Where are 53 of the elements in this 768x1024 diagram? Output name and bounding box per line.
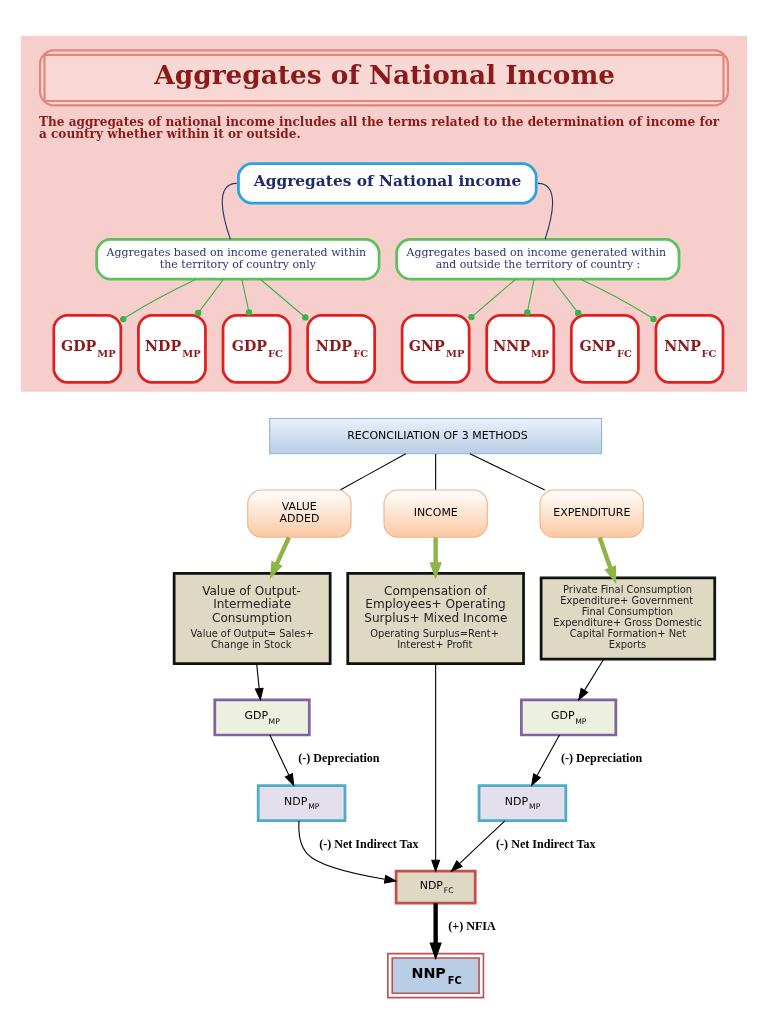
- node-box: GDP$_{MP}$: [52, 313, 123, 384]
- node-box: NDP$_{MP}$: [477, 783, 568, 822]
- node-box: Value of Output- Intermediate Consumption Value of Output= Sales+ Change in Stock: [172, 571, 332, 665]
- edge-label: (-) Depreciation: [298, 750, 380, 765]
- node-box: VALUE ADDED: [247, 488, 352, 538]
- node-box: NNP$_{FC}$: [387, 952, 485, 998]
- connector: [195, 278, 225, 316]
- connector: [340, 452, 407, 490]
- node-box: GNP$_{MP}$: [400, 313, 471, 384]
- node-box: Aggregates based on income generated within and outside the territory of country :: [395, 237, 681, 280]
- arrow: [429, 537, 442, 580]
- edge-label: (+) NFIA: [448, 918, 496, 933]
- node-box: NNP$_{FC}$: [654, 313, 725, 384]
- node-box: Private Final Consumption Expenditure+ Government Final Consumption Expenditure+ Gross Domestic Capital Formation+ Net Exports: [539, 576, 717, 661]
- node-box: GNP$_{FC}$: [569, 313, 640, 384]
- node-box: INCOME: [383, 488, 488, 538]
- connector: [524, 278, 535, 316]
- connector: [469, 452, 546, 490]
- connector: [435, 452, 437, 490]
- node-box: NNP$_{MP}$: [485, 313, 556, 384]
- node-box: NDP$_{FC}$: [394, 869, 477, 904]
- node-box: GDP$_{FC}$: [221, 313, 292, 384]
- node-box: RECONCILIATION OF 3 METHODS: [269, 417, 603, 454]
- connector: [221, 182, 238, 240]
- node-box: NDP$_{MP}$: [256, 783, 347, 822]
- node-box: Aggregates based on income generated within the territory of country only: [95, 237, 381, 280]
- edge-label: (-) Depreciation: [560, 750, 643, 765]
- node-box: NDP$_{FC}$: [306, 313, 377, 384]
- node-box: GDP$_{MP}$: [213, 697, 311, 736]
- node-box: GDP$_{MP}$: [519, 697, 618, 736]
- arrow: [597, 536, 617, 584]
- connector: [120, 278, 197, 322]
- connector: [551, 278, 582, 316]
- node-box: Compensation of Employees+ Operating Surplus+ Mixed Income Operating Surplus=Rent+ Interest+ Profit: [346, 571, 525, 665]
- node-box: EXPENDITURE: [539, 488, 644, 538]
- connector: [468, 278, 517, 320]
- arrow: [269, 733, 295, 787]
- arrow: [254, 662, 264, 701]
- node-box: Aggregates of National income: [237, 161, 538, 205]
- edge-label: (-) Net Indirect Tax: [319, 836, 419, 851]
- arrow: [431, 662, 441, 873]
- arrow: [530, 733, 560, 787]
- connector: [579, 278, 657, 322]
- connector: [537, 182, 554, 240]
- arrow: [450, 819, 506, 872]
- arrow: [429, 902, 442, 960]
- node-box: NDP$_{MP}$: [137, 313, 207, 384]
- arrow: [269, 536, 291, 579]
- connector: [259, 278, 309, 321]
- arrow: [577, 658, 605, 701]
- connector: [241, 278, 253, 316]
- edge-label: (-) Net Indirect Tax: [496, 836, 596, 851]
- arrow: [298, 819, 398, 884]
